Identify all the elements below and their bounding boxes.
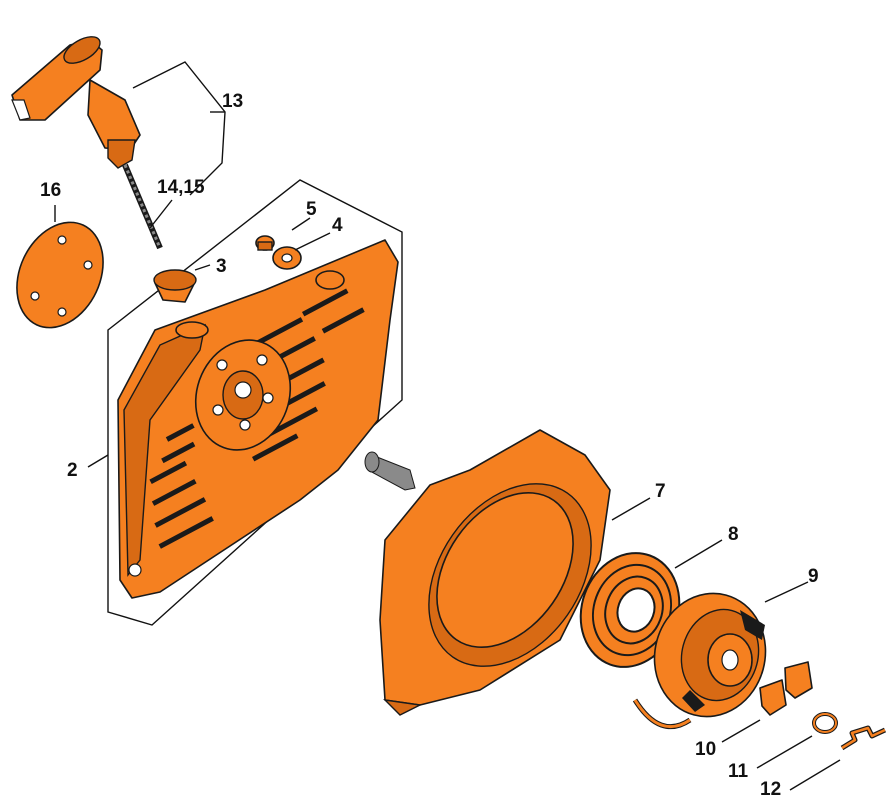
callout-14-15: 14,15 <box>157 177 205 198</box>
callout-16: 16 <box>40 180 61 201</box>
callout-3: 3 <box>216 256 227 277</box>
rope-rotor-part-9 <box>632 592 767 730</box>
starter-post-pin <box>364 451 416 491</box>
callout-4: 4 <box>332 215 343 236</box>
callout-2: 2 <box>67 460 78 481</box>
guide-bushing-part-3 <box>153 269 197 303</box>
callout-8: 8 <box>728 524 739 545</box>
cover-plate-part-16 <box>16 221 104 329</box>
group-bracket <box>107 179 403 626</box>
rewind-cover-part-7 <box>379 429 611 716</box>
starter-rope-part-14-15 <box>122 163 163 250</box>
washer-part-4 <box>272 246 302 270</box>
fan-housing-part-2 <box>117 239 399 599</box>
callout-9: 9 <box>808 566 819 587</box>
callout-5: 5 <box>306 199 317 220</box>
callout-10: 10 <box>695 739 716 760</box>
pawl-part-10 <box>759 661 813 716</box>
starter-grip-part-13 <box>11 36 141 169</box>
callout-13: 13 <box>222 91 243 112</box>
leader-lines <box>54 61 841 791</box>
callout-7: 7 <box>655 481 666 502</box>
callout-11: 11 <box>728 761 749 782</box>
callout-12: 12 <box>760 779 781 799</box>
ring-part-11 <box>812 712 838 734</box>
screw-part-5 <box>255 235 275 251</box>
spring-clip-part-12 <box>840 725 887 751</box>
